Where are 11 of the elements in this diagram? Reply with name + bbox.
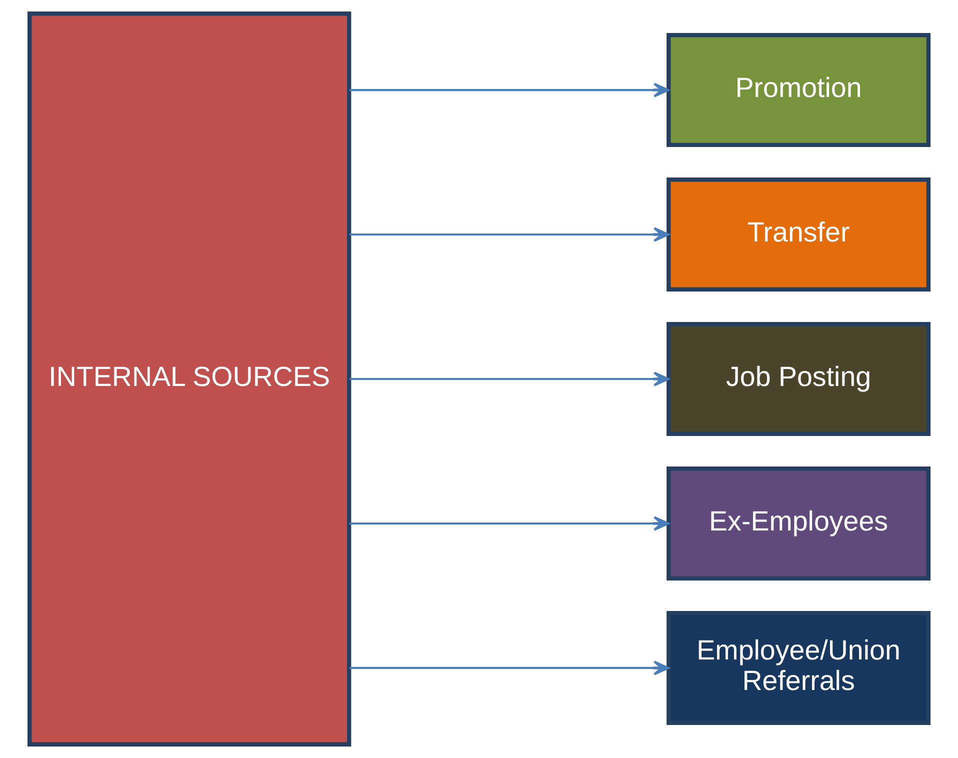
- arrow: [349, 227, 670, 242]
- node-box: INTERNAL SOURCES: [27, 12, 352, 746]
- node-box: Employee/Union Referrals: [666, 611, 931, 725]
- arrow: [349, 516, 670, 531]
- node-box: Transfer: [666, 178, 931, 292]
- arrow: [349, 660, 670, 676]
- node-box: Ex-Employees: [666, 466, 931, 580]
- arrow: [349, 372, 670, 386]
- arrow: [349, 82, 670, 98]
- node-box: Promotion: [666, 33, 931, 147]
- node-box: Job Posting: [666, 322, 931, 436]
